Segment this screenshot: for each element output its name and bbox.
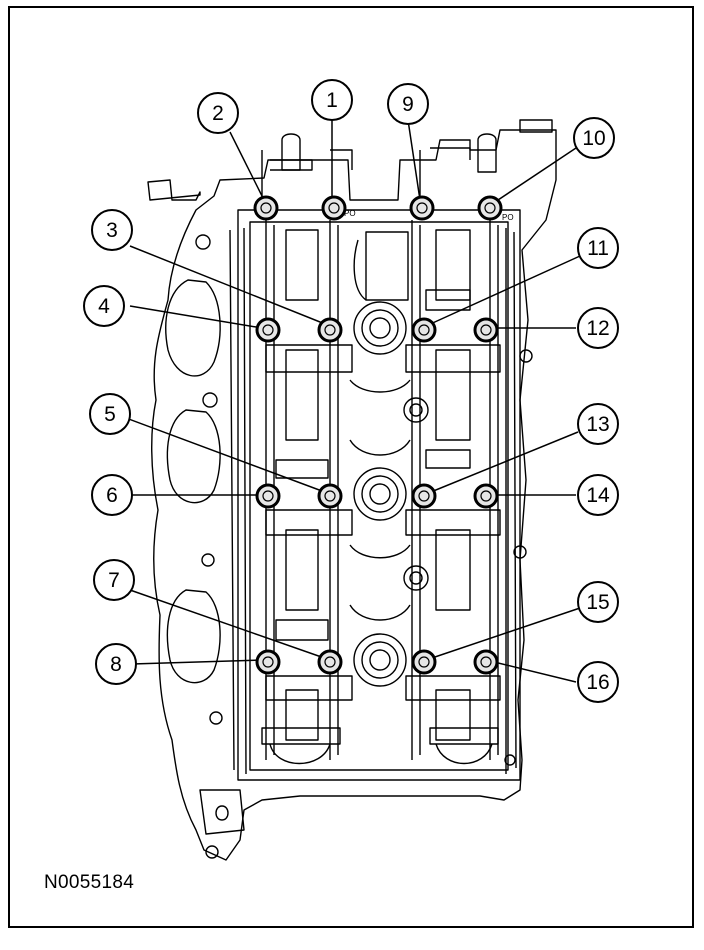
- bolt: [321, 195, 347, 221]
- callout-label: 10: [582, 127, 605, 150]
- bolt-center: [260, 202, 272, 214]
- callout-label: 8: [110, 653, 122, 676]
- stamp-mark-left: PO: [344, 209, 356, 218]
- callout-bubble: [577, 581, 619, 623]
- bolt-center: [262, 656, 274, 668]
- bolt-center: [416, 202, 428, 214]
- callout-bubble: [577, 474, 619, 516]
- bolt-center: [328, 202, 340, 214]
- callout-label: 14: [586, 484, 610, 507]
- leader-lines: [125, 119, 581, 683]
- callout-label: 12: [586, 317, 609, 340]
- bolt-center: [418, 490, 430, 502]
- bolt: [253, 195, 279, 221]
- callout-bubble: [311, 79, 353, 121]
- bolt: [473, 649, 499, 675]
- bolt-center: [262, 490, 274, 502]
- bolt-center: [480, 656, 492, 668]
- callout-bubble: [197, 92, 239, 134]
- bolt: [255, 317, 281, 343]
- bolt-center: [324, 490, 336, 502]
- bolt: [317, 649, 343, 675]
- callout-bubble: [89, 393, 131, 435]
- bolt: [411, 649, 437, 675]
- bolt: [255, 483, 281, 509]
- bolt-group: [253, 195, 503, 675]
- callout-label: 5: [104, 403, 116, 426]
- bolt: [317, 317, 343, 343]
- callout-bubble: [95, 643, 137, 685]
- callout-label: 16: [586, 671, 609, 694]
- callout-label: 4: [98, 295, 110, 318]
- bolt-center: [418, 656, 430, 668]
- bolt-center: [480, 324, 492, 336]
- callout-bubble: [577, 307, 619, 349]
- figure-reference-code: N0055184: [44, 872, 135, 893]
- callout-bubble: [577, 403, 619, 445]
- callout-label: 11: [587, 237, 609, 260]
- bolt-center: [262, 324, 274, 336]
- callout-label: 1: [326, 89, 338, 112]
- bolt-center: [418, 324, 430, 336]
- bolt: [473, 317, 499, 343]
- callout-label: 9: [402, 93, 414, 116]
- callout-label: 15: [586, 591, 609, 614]
- bolt: [473, 483, 499, 509]
- callout-label: 13: [586, 413, 609, 436]
- bolt-center: [324, 324, 336, 336]
- stamp-mark-right: PO: [502, 213, 514, 222]
- bolt: [255, 649, 281, 675]
- callout-bubble: [577, 661, 619, 703]
- figure-frame: [8, 6, 694, 928]
- bolt: [409, 195, 435, 221]
- bolt: [411, 317, 437, 343]
- bolt-center: [324, 656, 336, 668]
- callout-label: 6: [106, 484, 118, 507]
- callout-label: 7: [108, 569, 120, 592]
- bolt-center: [480, 490, 492, 502]
- callout-bubble: [93, 559, 135, 601]
- callout-bubble: [577, 227, 619, 269]
- callout-label: 3: [106, 219, 118, 242]
- bolt: [317, 483, 343, 509]
- callout-bubble: [83, 285, 125, 327]
- callout-bubble: [573, 117, 615, 159]
- bolt-center: [484, 202, 496, 214]
- bolt: [411, 483, 437, 509]
- callout-bubble: [387, 83, 429, 125]
- callout-label: 2: [212, 102, 224, 125]
- callout-bubble: [91, 209, 133, 251]
- callout-bubble: [91, 474, 133, 516]
- bolt: [477, 195, 503, 221]
